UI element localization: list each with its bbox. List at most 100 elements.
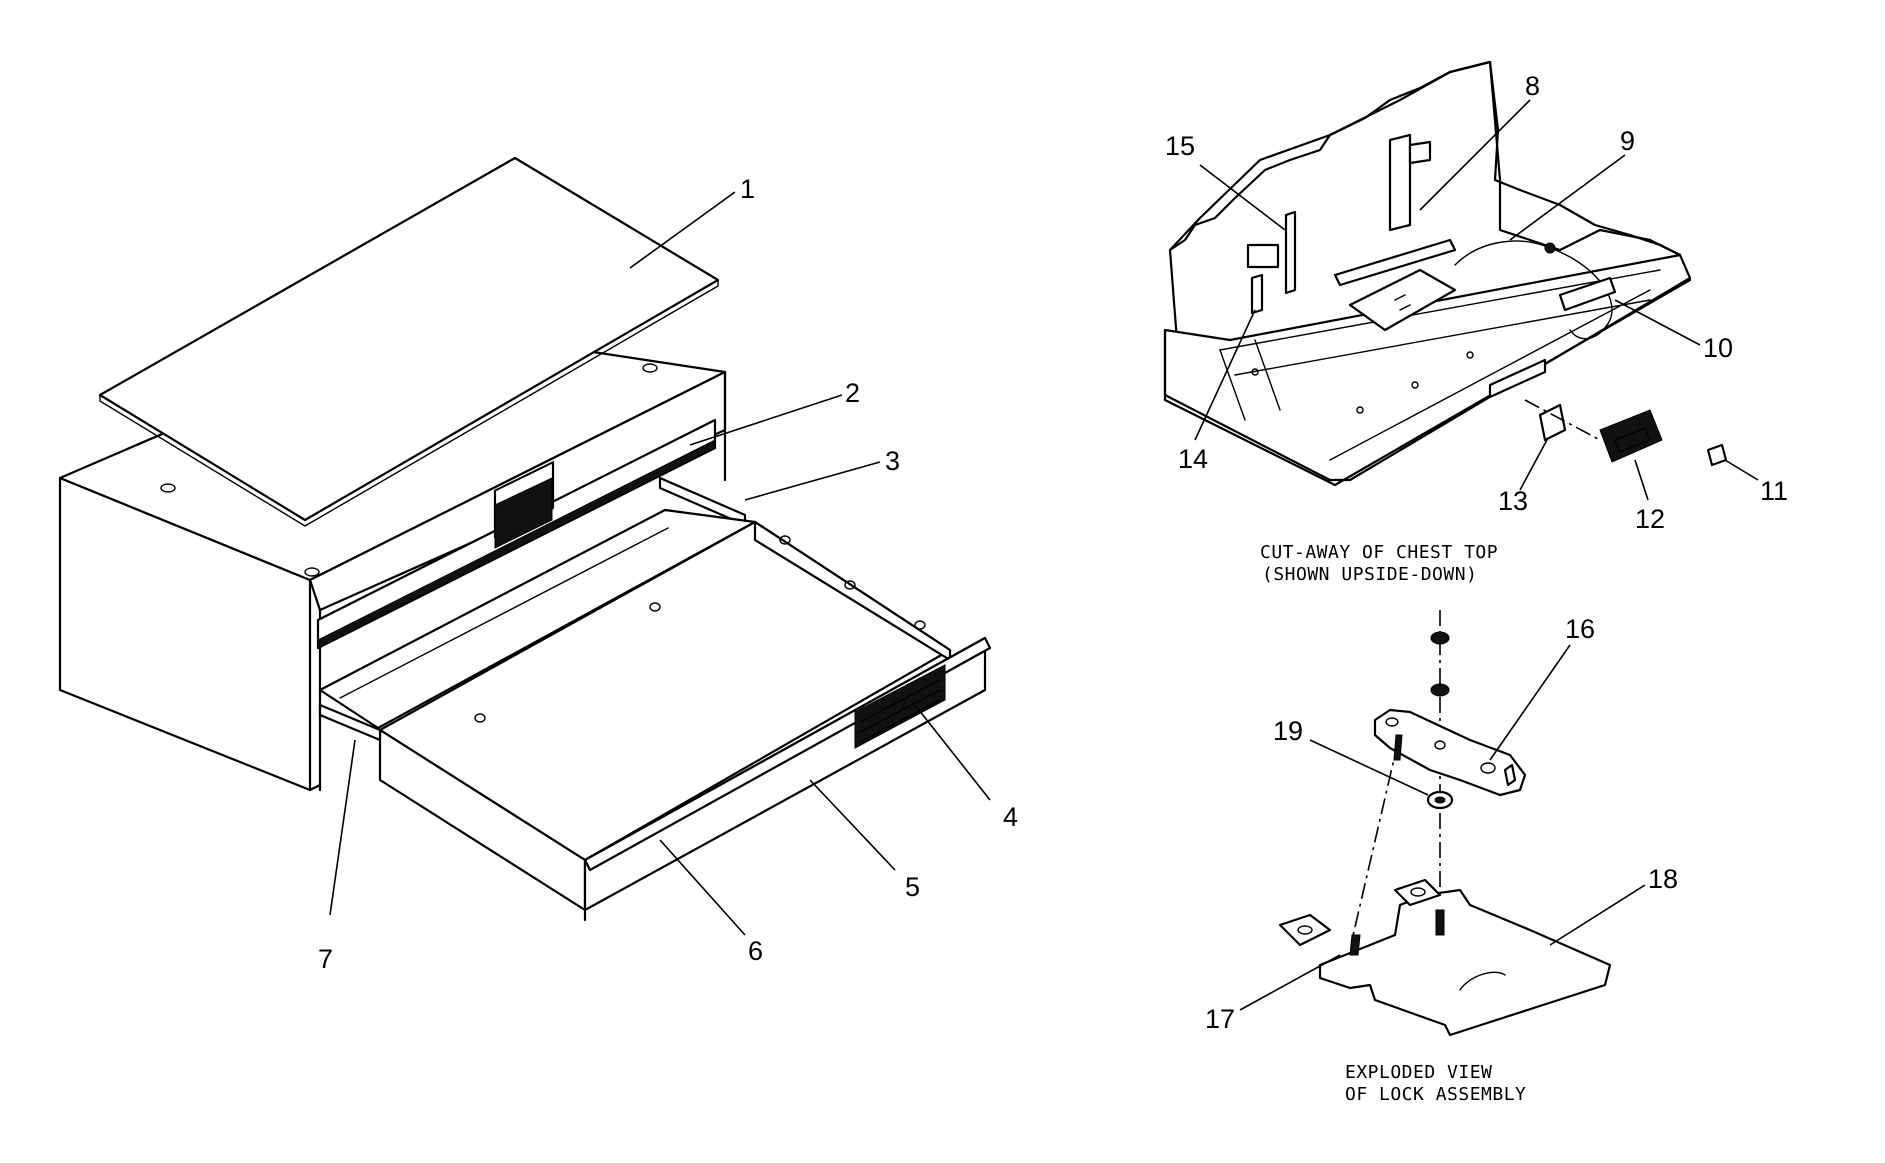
lever-hole-b — [1434, 740, 1446, 750]
top-hole-a — [160, 483, 176, 493]
leader-18 — [1549, 884, 1646, 946]
base-tab-top — [1393, 878, 1442, 907]
label-part-5: 5 — [905, 872, 920, 902]
leader-3 — [744, 461, 881, 501]
cutaway-right-tear — [1488, 60, 1682, 257]
leader-5 — [809, 779, 896, 871]
base-tab-left — [1278, 913, 1332, 947]
exploded-caption-line2: OF LOCK ASSEMBLY — [1345, 1084, 1526, 1105]
label-part-7: 7 — [318, 944, 333, 974]
label-part-2: 2 — [845, 378, 860, 408]
washer-19-hole — [1434, 796, 1446, 804]
leader-14 — [1194, 309, 1256, 441]
tray-hole-b — [1466, 351, 1474, 359]
leader-1 — [629, 191, 736, 269]
cutaway-caption-line2: (SHOWN UPSIDE-DOWN) — [1262, 564, 1477, 585]
lock-bar-shadow — [317, 439, 716, 649]
washer-top — [1430, 631, 1450, 645]
lever-hole-c — [1480, 762, 1496, 774]
leader-4 — [914, 704, 991, 801]
drawer-hole-b — [649, 602, 661, 612]
top-hole-c — [642, 363, 658, 373]
label-part-4: 4 — [1003, 802, 1018, 832]
rod-15 — [1284, 210, 1297, 295]
label-part-6: 6 — [748, 936, 763, 966]
drawer-slide-left — [318, 703, 382, 742]
tray-hole-c — [1411, 381, 1419, 389]
leader-12 — [1634, 459, 1649, 501]
lock-mechanism-detail — [1394, 294, 1411, 311]
drawer-hole-d — [844, 580, 856, 590]
drawer-badge — [854, 664, 946, 749]
leader-13 — [1519, 437, 1549, 491]
part-11-screw — [1706, 443, 1728, 467]
cutaway-tear-edge — [1168, 60, 1492, 252]
base-tab-hole-left — [1297, 925, 1313, 935]
label-part-10: 10 — [1703, 333, 1733, 363]
drawer-badge-lines — [859, 679, 941, 743]
label-part-8: 8 — [1525, 71, 1540, 101]
lock-latch-body — [494, 477, 553, 549]
lever-plate-16 — [1373, 708, 1527, 797]
cutaway-assembly-line — [1524, 399, 1601, 441]
leader-16 — [1489, 644, 1571, 761]
cutaway-caption-line1: CUT-AWAY OF CHEST TOP — [1260, 542, 1498, 563]
cable-clip — [1544, 242, 1556, 254]
label-part-14: 14 — [1178, 444, 1208, 474]
label-part-16: 16 — [1565, 614, 1595, 644]
label-part-13: 13 — [1498, 486, 1528, 516]
label-part-9: 9 — [1620, 126, 1635, 156]
leader-2 — [689, 394, 843, 446]
leader-10 — [1614, 299, 1701, 346]
washer-mid — [1430, 683, 1450, 697]
leader-11 — [1724, 459, 1759, 481]
leader-15 — [1199, 164, 1286, 231]
lock-mechanism-plate — [1348, 268, 1457, 332]
top-hole-b — [304, 567, 320, 577]
drawer-hole-e — [914, 620, 926, 630]
label-part-17: 17 — [1205, 1004, 1235, 1034]
leader-9 — [1509, 154, 1626, 241]
lever-tab — [1503, 763, 1517, 787]
cutaway-inner-rail — [1219, 269, 1661, 461]
base-slot — [1459, 971, 1506, 991]
drawer-inner-line — [339, 527, 669, 699]
label-part-18: 18 — [1648, 864, 1678, 894]
part-13-clip — [1538, 403, 1567, 442]
lock-arm — [1333, 238, 1457, 287]
leader-19 — [1309, 739, 1429, 796]
label-part-12: 12 — [1635, 504, 1665, 534]
rod-14 — [1250, 273, 1264, 315]
leader-8 — [1419, 99, 1531, 211]
base-tab-hole-top — [1410, 887, 1426, 897]
exploded-lock-assembly: 16 17 18 19 EXPLODED VIEW OF LOCK ASSEMB… — [1205, 610, 1678, 1105]
label-part-19: 19 — [1273, 716, 1303, 746]
exploded-caption-line1: EXPLODED VIEW — [1345, 1062, 1492, 1083]
label-part-1: 1 — [740, 174, 755, 204]
tray-hole-d — [1356, 406, 1364, 414]
tray-hole-a — [1251, 368, 1259, 376]
label-part-15: 15 — [1165, 131, 1195, 161]
spring-pin — [1393, 734, 1403, 761]
bracket-15 — [1246, 243, 1280, 269]
leader-7 — [329, 739, 356, 916]
part-12-face — [1614, 427, 1651, 453]
leader-6 — [659, 839, 746, 936]
top-liner-thickness — [99, 279, 719, 527]
lever-hole-a — [1385, 717, 1399, 727]
base-stud-17 — [1349, 934, 1361, 956]
chest-assembly: 1 2 3 4 5 6 7 — [58, 156, 1018, 974]
bracket-10 — [1558, 276, 1617, 312]
base-plate-edge — [1319, 977, 1606, 1036]
cutaway-rail-left — [1219, 339, 1281, 421]
base-stud — [1435, 909, 1445, 936]
leader-17 — [1239, 954, 1341, 1011]
rod-8 — [1388, 133, 1412, 232]
label-part-11: 11 — [1760, 476, 1788, 506]
cutaway-chest-top: 8 9 10 11 12 13 14 15 CUT-AWAY OF CHEST … — [1163, 60, 1788, 585]
exploded-slant-axis — [1351, 741, 1399, 941]
part-12-lock-cylinder — [1599, 409, 1663, 463]
drawer-hole-c — [779, 535, 791, 545]
label-part-3: 3 — [885, 446, 900, 476]
